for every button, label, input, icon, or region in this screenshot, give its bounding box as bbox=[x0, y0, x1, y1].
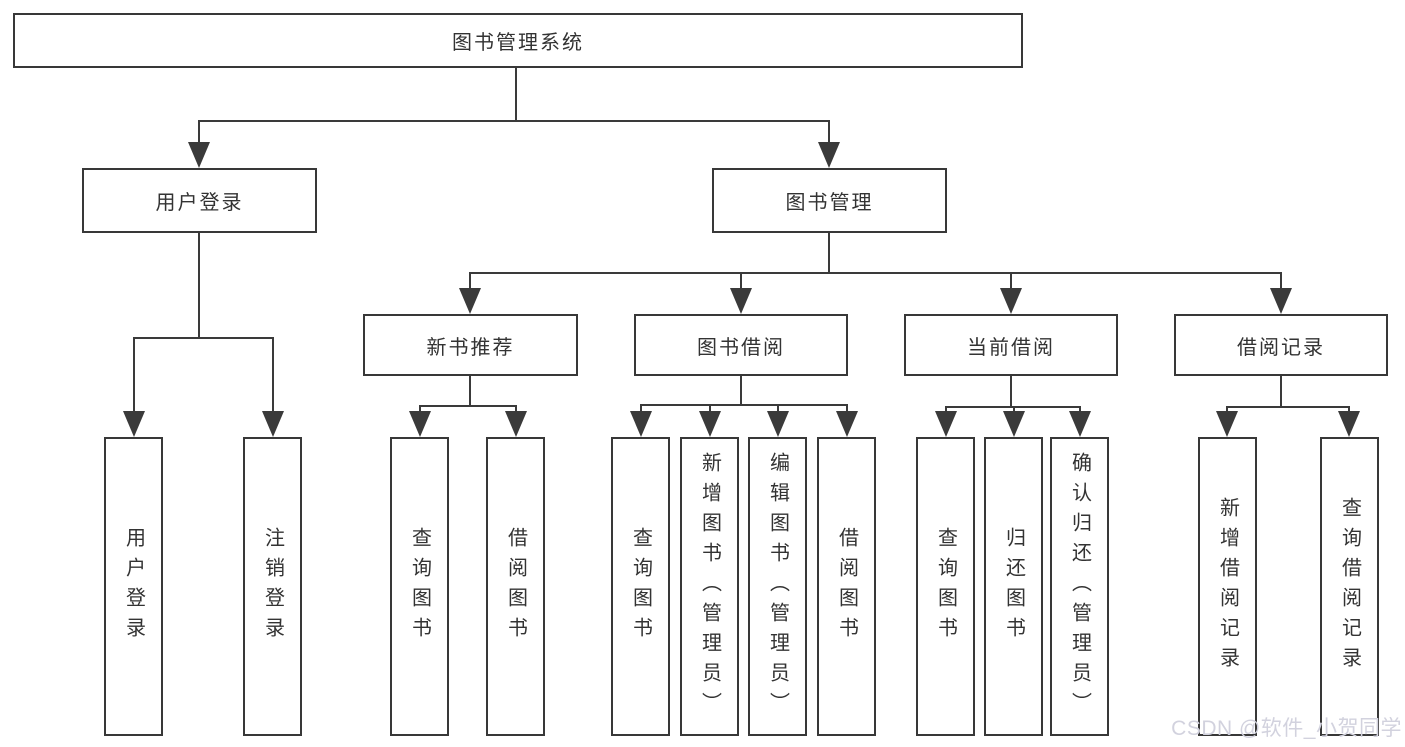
connector-stem bbox=[945, 406, 947, 413]
connector-stem bbox=[198, 120, 200, 144]
connector-stem bbox=[515, 405, 517, 413]
leaf-add-book-admin: 新增图书（管理员） bbox=[680, 437, 739, 736]
leaf-query-books-current: 查询图书 bbox=[916, 437, 975, 736]
leaf-confirm-return-admin: 确认归还（管理员） bbox=[1050, 437, 1109, 736]
node-user-login: 用户登录 bbox=[82, 168, 317, 233]
connector-bookborrow-trunk bbox=[740, 376, 742, 406]
leaf-query-books-newbook: 查询图书 bbox=[390, 437, 449, 736]
connector-bookmgmt-bar bbox=[469, 272, 1282, 274]
connector-currentborrow-trunk bbox=[1010, 376, 1012, 408]
connector-root-trunk bbox=[515, 68, 517, 122]
leaf-borrow-books-newbook: 借阅图书 bbox=[486, 437, 545, 736]
connector-stem bbox=[1079, 406, 1081, 413]
connector-stem bbox=[1010, 272, 1012, 290]
connector-root-bar bbox=[198, 120, 830, 122]
connector-stem bbox=[1013, 406, 1015, 413]
connector-stem bbox=[1226, 406, 1228, 413]
leaf-edit-book-admin: 编辑图书（管理员） bbox=[748, 437, 807, 736]
connector-stem bbox=[740, 272, 742, 290]
arrowhead-down bbox=[1000, 288, 1022, 314]
arrowhead-down bbox=[767, 411, 789, 437]
node-new-book-recommend: 新书推荐 bbox=[363, 314, 578, 376]
leaf-query-borrow-record: 查询借阅记录 bbox=[1320, 437, 1379, 736]
arrowhead-down bbox=[188, 142, 210, 168]
arrowhead-down bbox=[505, 411, 527, 437]
arrowhead-down bbox=[630, 411, 652, 437]
leaf-borrow-books-borrow: 借阅图书 bbox=[817, 437, 876, 736]
connector-newbook-trunk bbox=[469, 376, 471, 407]
connector-stem bbox=[469, 272, 471, 290]
arrowhead-down bbox=[818, 142, 840, 168]
node-book-borrowing: 图书借阅 bbox=[634, 314, 848, 376]
connector-stem bbox=[828, 120, 830, 144]
connector-userlogin-bar bbox=[133, 337, 274, 339]
connector-stem bbox=[419, 405, 421, 413]
connector-stem bbox=[1280, 272, 1282, 290]
connector-newbook-bar bbox=[419, 405, 517, 407]
arrowhead-down bbox=[1338, 411, 1360, 437]
connector-stem bbox=[777, 404, 779, 413]
connector-stem bbox=[1348, 406, 1350, 413]
connector-records-trunk bbox=[1280, 376, 1282, 408]
leaf-logout: 注销登录 bbox=[243, 437, 302, 736]
connector-records-bar bbox=[1226, 406, 1350, 408]
arrowhead-down bbox=[262, 411, 284, 437]
node-current-borrowing: 当前借阅 bbox=[904, 314, 1118, 376]
arrowhead-down bbox=[699, 411, 721, 437]
node-borrowing-records: 借阅记录 bbox=[1174, 314, 1388, 376]
arrowhead-down bbox=[935, 411, 957, 437]
leaf-add-borrow-record: 新增借阅记录 bbox=[1198, 437, 1257, 736]
arrowhead-down bbox=[1270, 288, 1292, 314]
node-book-management: 图书管理 bbox=[712, 168, 947, 233]
connector-bookborrow-bar bbox=[640, 404, 848, 406]
connector-bookmgmt-trunk bbox=[828, 233, 830, 274]
arrowhead-down bbox=[123, 411, 145, 437]
arrowhead-down bbox=[1069, 411, 1091, 437]
node-root-library-system: 图书管理系统 bbox=[13, 13, 1023, 68]
connector-userlogin-trunk bbox=[198, 233, 200, 339]
leaf-query-books-borrow: 查询图书 bbox=[611, 437, 670, 736]
arrowhead-down bbox=[1003, 411, 1025, 437]
connector-stem bbox=[846, 404, 848, 413]
connector-stem bbox=[709, 404, 711, 413]
arrowhead-down bbox=[1216, 411, 1238, 437]
arrowhead-down bbox=[836, 411, 858, 437]
leaf-return-books: 归还图书 bbox=[984, 437, 1043, 736]
csdn-watermark: CSDN @软件_小贺同学 bbox=[1171, 717, 1402, 740]
leaf-user-login: 用户登录 bbox=[104, 437, 163, 736]
connector-stem bbox=[133, 337, 135, 413]
arrowhead-down bbox=[409, 411, 431, 437]
arrowhead-down bbox=[730, 288, 752, 314]
arrowhead-down bbox=[459, 288, 481, 314]
connector-stem bbox=[272, 337, 274, 413]
connector-stem bbox=[640, 404, 642, 413]
